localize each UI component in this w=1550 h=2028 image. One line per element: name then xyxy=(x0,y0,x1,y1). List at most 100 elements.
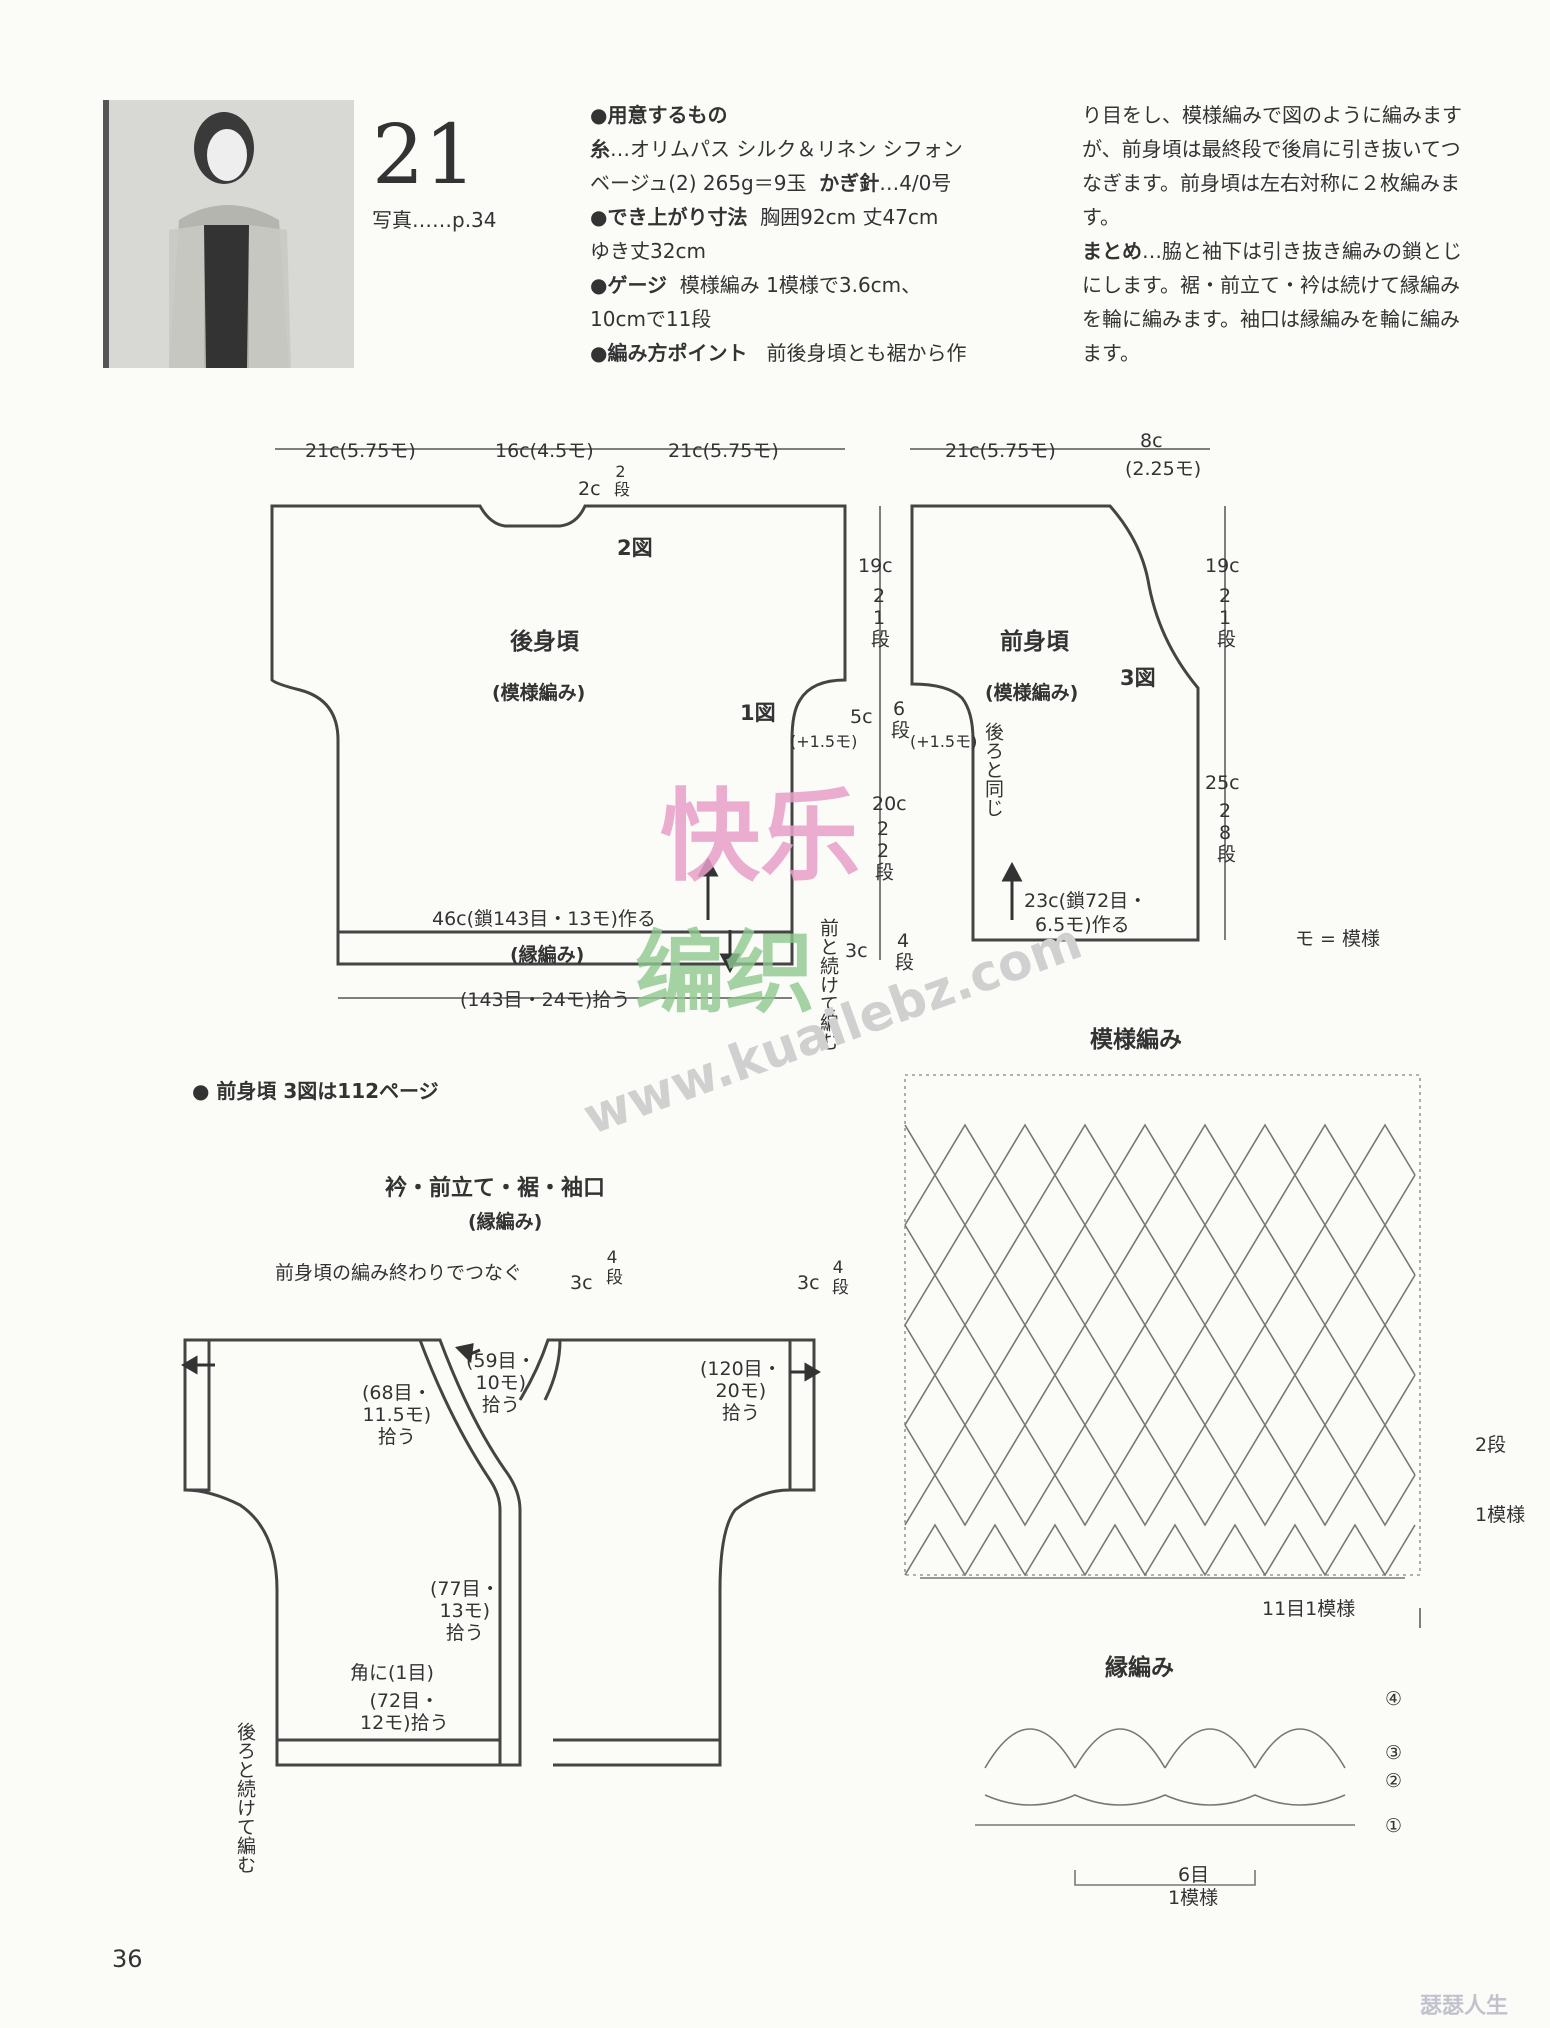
back-body-subtitle: (模様編み) xyxy=(492,682,586,704)
hem-band xyxy=(275,1738,500,1765)
collar-pick-2: 10モ) xyxy=(475,1372,527,1394)
front-top-dim-2: 8c xyxy=(1140,430,1163,452)
edging-row-4: ④ xyxy=(1385,1688,1403,1710)
instr-line: す。 xyxy=(1082,205,1120,229)
photo-reference: 写真……p.34 xyxy=(372,208,497,232)
hem-pick: (72目・ 12モ)拾う xyxy=(360,1690,449,1734)
edging-repeat-b: 1模様 xyxy=(1168,1887,1219,1909)
join-note: 前身頃の編み終わりでつなぐ xyxy=(275,1262,523,1284)
edging-chart xyxy=(975,1728,1355,1886)
front-upper-pick-2: 11.5モ) xyxy=(362,1404,432,1426)
edging-row-2: ② xyxy=(1385,1770,1403,1792)
finish-title: まとめ xyxy=(1082,239,1142,263)
legend: モ = 模様 xyxy=(1295,928,1380,950)
front-body-title: 前身頃 xyxy=(1000,629,1069,655)
front-lower-pick-1: (77目・ xyxy=(430,1578,500,1600)
hook-label: かぎ針 xyxy=(819,171,880,195)
side-sleeve: 5c xyxy=(850,706,873,728)
front-start-2: 6.5モ)作る xyxy=(1035,914,1130,936)
fig2-label: 2図 xyxy=(617,536,653,560)
front-lower-pick-3: 拾う xyxy=(445,1622,484,1644)
side-sleeve-rows: 6段 xyxy=(888,698,910,739)
finish-line: を輪に編みます。袖口は縁編みを輪に編み xyxy=(1082,307,1460,331)
back-body-outline xyxy=(270,504,847,934)
collar-height: 3c xyxy=(570,1272,593,1294)
back-top-dim-3: 21c(5.75モ) xyxy=(668,440,779,462)
repeat-rows-b: 1模様 xyxy=(1475,1504,1526,1526)
points-title: ●編み方ポイント xyxy=(590,341,748,365)
front-upper-pick-3: 拾う xyxy=(377,1426,416,1448)
back-start-chain: 46c(鎖143目・13モ)作る xyxy=(432,908,656,930)
collar-rows: 4段 xyxy=(602,1248,622,1285)
fig1-label: 1図 xyxy=(740,701,776,725)
collar-pick-1: (59目・ xyxy=(466,1350,536,1372)
back-body-title: 後身頃 xyxy=(510,629,579,655)
pattern-number: 21 xyxy=(372,108,477,203)
sleeve-plus-back: (+1.5モ) xyxy=(790,732,858,751)
border-height: 3c xyxy=(845,940,868,962)
back-border-pick: (143目・24モ)拾う xyxy=(460,989,631,1011)
instr-line: が、前身頃は最終段で後肩に引き抜いてつ xyxy=(1082,137,1461,161)
instr-line: り目をし、模様編みで図のように編みます xyxy=(1082,103,1462,127)
collar-right xyxy=(518,1338,568,1401)
cuff-rows: 4段 xyxy=(828,1258,848,1295)
hook-size: …4/0号 xyxy=(879,171,952,195)
repeat-sts: 11目1模様 xyxy=(1262,1598,1356,1620)
fig3-label: 3図 xyxy=(1120,666,1156,690)
sleeve-pick: (120目・ 20モ) 拾う xyxy=(700,1358,782,1424)
front-lower-pick-2: 13モ) xyxy=(439,1600,491,1622)
side-lower: 20c xyxy=(872,793,907,815)
repeat-rows-a: 2段 xyxy=(1475,1434,1507,1456)
collar-subtitle: (縁編み) xyxy=(468,1211,543,1233)
instructions-col1: ●用意するもの 糸…オリムパス シルク＆リネン シフォン ベージュ(2) 265… xyxy=(590,98,967,370)
page-number: 36 xyxy=(112,1945,143,1973)
edging-row-1: ① xyxy=(1385,1815,1403,1837)
finish-line: …脇と袖下は引き抜き編みの鎖とじ xyxy=(1142,239,1462,263)
pattern-stitch-chart xyxy=(904,1074,1421,1579)
watermark-zh1: 快乐 xyxy=(660,778,860,895)
fig3-page-note: ● 前身頃 3図は112ページ xyxy=(192,1079,439,1103)
cuff-height: 3c xyxy=(797,1272,820,1294)
front-side-lower-rows: 28段 xyxy=(1214,800,1236,863)
side-upper: 19c xyxy=(858,555,893,577)
front-body-outline xyxy=(910,504,1200,942)
border-rows: 4段 xyxy=(892,930,914,971)
side-upper-rows: 21段 xyxy=(868,585,890,648)
collar-pick: (59目・ 10モ) 拾う xyxy=(466,1350,536,1416)
left-cuff xyxy=(183,1338,211,1492)
neck-rows: 2段 xyxy=(611,462,630,497)
watermark-corner: 瑟瑟人生 xyxy=(1420,1994,1509,2019)
back-top-dim-2: 16c(4.5モ) xyxy=(495,440,594,462)
size-title: ●でき上がり寸法 xyxy=(590,205,748,229)
back-continue-note: 後ろと続けて編む xyxy=(234,1722,256,1874)
edging-row-3: ③ xyxy=(1385,1742,1403,1764)
continue-note: 前と続けて編む xyxy=(817,918,839,1051)
gauge-line1: 模様編み 1模様で3.6cm、 xyxy=(679,273,922,297)
instr-line: なぎます。前身頃は左右対称に２枚編みま xyxy=(1082,171,1460,195)
back-border-label: (縁編み) xyxy=(510,944,585,966)
edging-title: 縁編み xyxy=(1105,1655,1174,1681)
front-band xyxy=(420,1338,522,1767)
front-top-dim-1: 21c(5.75モ) xyxy=(945,440,1056,462)
back-top-dim-1: 21c(5.75モ) xyxy=(305,440,416,462)
collar-title: 衿・前立て・裾・袖口 xyxy=(385,1176,606,1201)
front-side-lower: 25c xyxy=(1205,772,1240,794)
sleeve-pick-3: 拾う xyxy=(721,1402,760,1424)
hem-pick-1: (72目・ xyxy=(369,1690,440,1712)
hem-pick-2: 12モ)拾う xyxy=(360,1712,449,1734)
neck-depth: 2c xyxy=(578,478,601,500)
collar-pick-3: 拾う xyxy=(481,1394,520,1416)
corner-note: 角に(1目) xyxy=(350,1662,434,1684)
front-start-1: 23c(鎖72目・ xyxy=(1024,890,1148,912)
edging-repeat-a: 6目 xyxy=(1178,1864,1210,1886)
pattern-stitch-title: 模様編み xyxy=(1090,1027,1182,1053)
front-lower-pick: (77目・ 13モ) 拾う xyxy=(430,1578,500,1644)
points-line1: 前後身頃とも裾から作 xyxy=(766,341,967,365)
model-photo xyxy=(103,100,354,368)
yarn-amount: ベージュ(2) 265g＝9玉 xyxy=(590,171,807,195)
materials-title: ●用意するもの xyxy=(590,103,728,127)
collar-body-right xyxy=(553,1338,792,1767)
front-upper-pick-1: (68目・ xyxy=(362,1382,432,1404)
front-side-upper-rows: 21段 xyxy=(1214,585,1236,648)
